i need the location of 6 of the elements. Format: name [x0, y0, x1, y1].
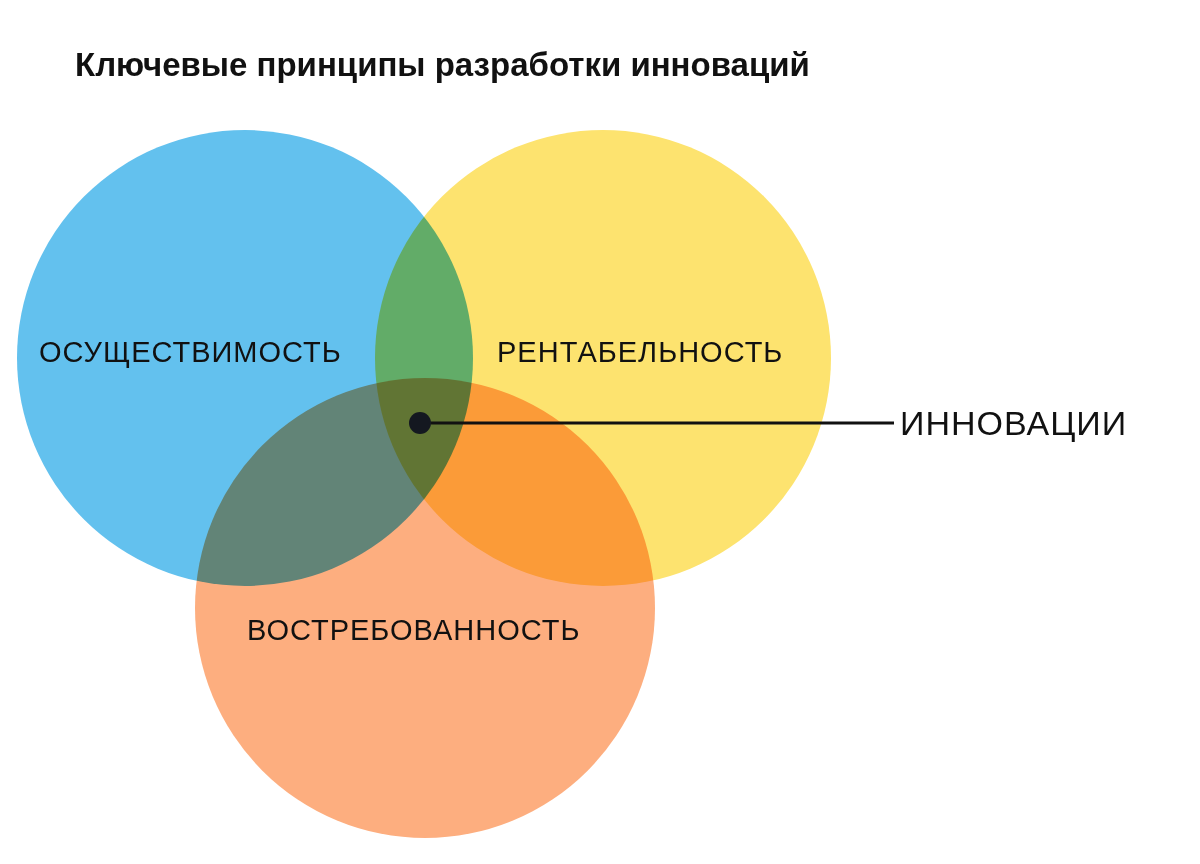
callout-label: ИННОВАЦИИ: [900, 403, 1128, 443]
circle-label: РЕНТАБЕЛЬНОСТЬ: [497, 336, 784, 369]
circle-label: ОСУЩЕСТВИМОСТЬ: [39, 336, 342, 369]
diagram-title: Ключевые принципы разработки инноваций: [75, 46, 810, 84]
leader-line: [431, 421, 894, 425]
circle-label: ВОСТРЕБОВАННОСТЬ: [247, 614, 581, 647]
